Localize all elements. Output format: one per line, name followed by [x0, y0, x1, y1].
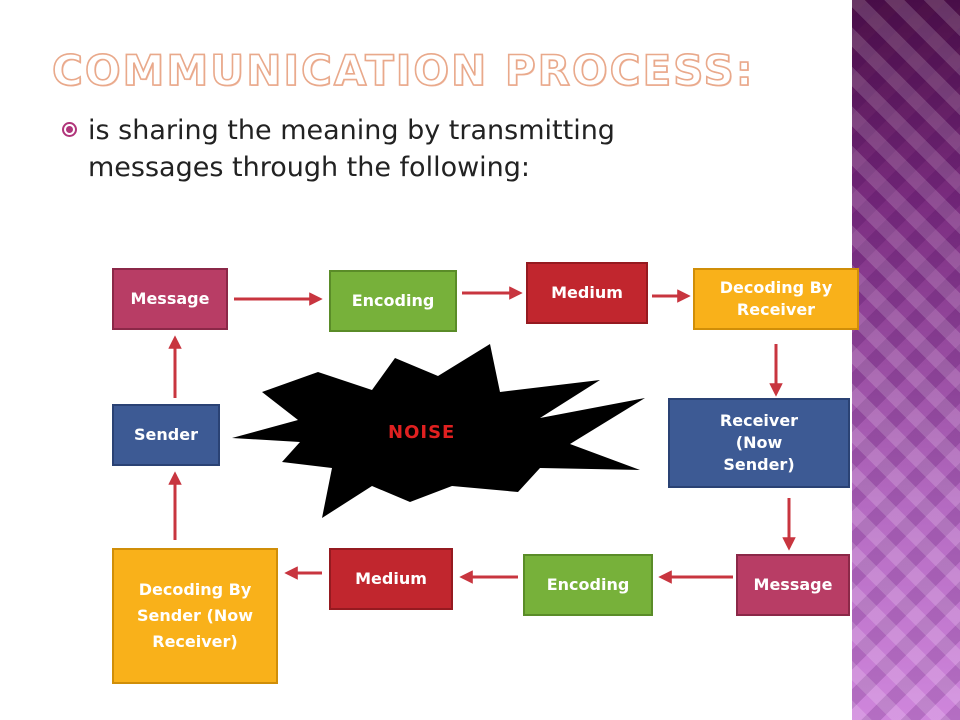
node-encoding-bottom: Encoding	[523, 554, 653, 616]
bullet-icon	[62, 122, 77, 137]
node-message-top: Message	[112, 268, 228, 330]
noise-label: NOISE	[388, 422, 456, 443]
node-message-bottom: Message	[736, 554, 850, 616]
node-sender: Sender	[112, 404, 220, 466]
bullet-text: is sharing the meaning by transmitting m…	[88, 115, 615, 183]
node-medium-bottom: Medium	[329, 548, 453, 610]
node-decoding-by-sender: Decoding By Sender (Now Receiver)	[112, 548, 278, 684]
node-decoding-by-receiver: Decoding By Receiver	[693, 268, 859, 330]
node-receiver-now-sender: Receiver (Now Sender)	[668, 398, 850, 488]
node-encoding-top: Encoding	[329, 270, 457, 332]
decorative-side-pattern	[852, 0, 960, 720]
noise-starburst-shape	[232, 344, 645, 518]
slide-title: COMMUNICATION PROCESS:	[51, 45, 755, 96]
node-medium-top: Medium	[526, 262, 648, 324]
